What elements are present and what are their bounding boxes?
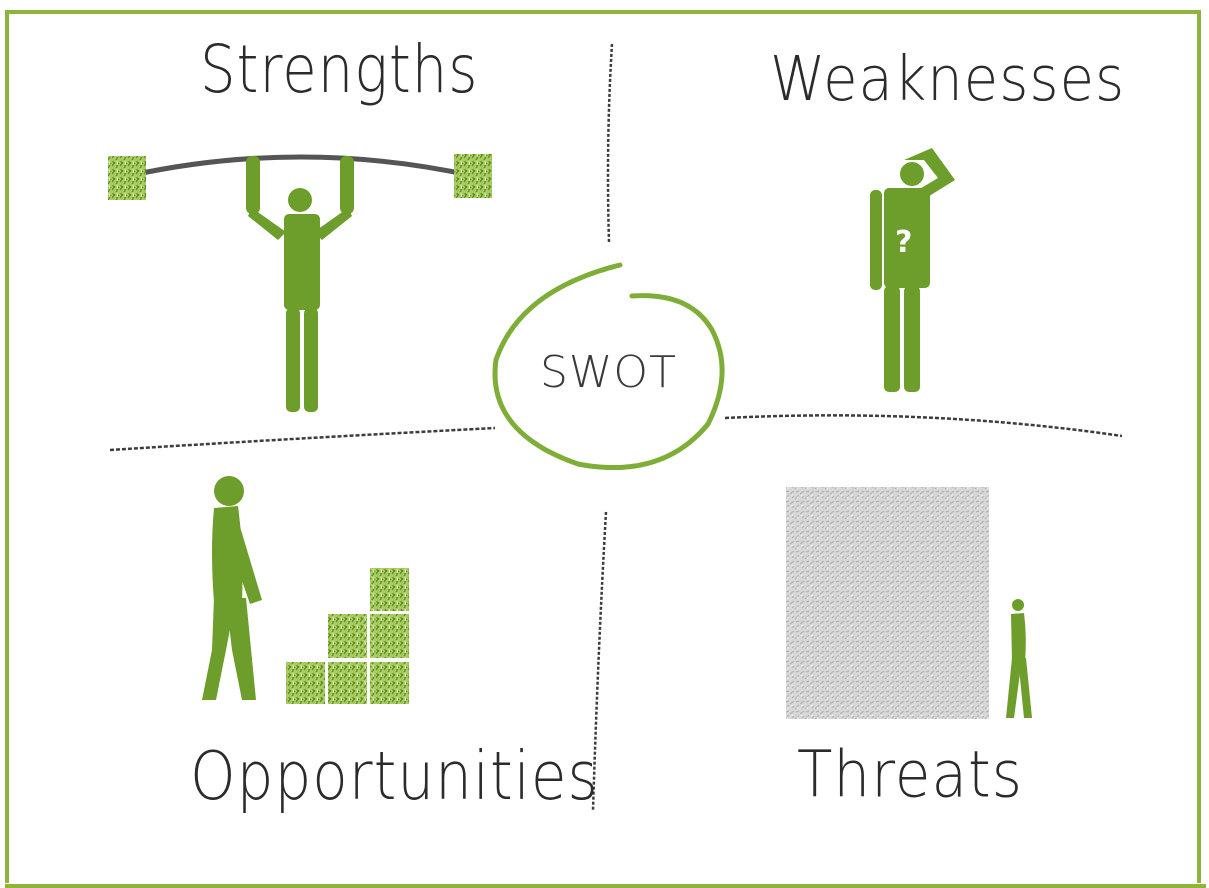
quadrant-label-weaknesses: Weaknesses — [770, 44, 1126, 116]
quadrant-label-threats: Threats — [797, 737, 1023, 812]
quadrant-label-opportunities: Opportunities — [190, 737, 599, 816]
figure-walking-icon — [202, 476, 262, 700]
swot-circle-icon — [492, 262, 725, 471]
question-mark-icon: ? — [895, 225, 912, 260]
small-walking-figure-icon — [1006, 599, 1032, 718]
swot-frame — [5, 10, 1201, 883]
divider-top-vertical — [606, 43, 614, 243]
stacked-blocks-icon — [286, 568, 409, 704]
divider-bottom-vertical — [591, 511, 608, 811]
wall-block-icon — [786, 487, 989, 719]
divider-left-horizontal — [109, 426, 496, 452]
barbell-icon — [108, 154, 492, 200]
quadrant-label-strengths: Strengths — [200, 32, 479, 109]
divider-right-horizontal — [724, 414, 1123, 438]
figure-lifting-icon — [246, 156, 354, 412]
frame-bottom-border — [5, 884, 1206, 888]
figure-confused-icon: ? — [870, 148, 955, 392]
center-label-swot: SWOT — [540, 347, 677, 398]
